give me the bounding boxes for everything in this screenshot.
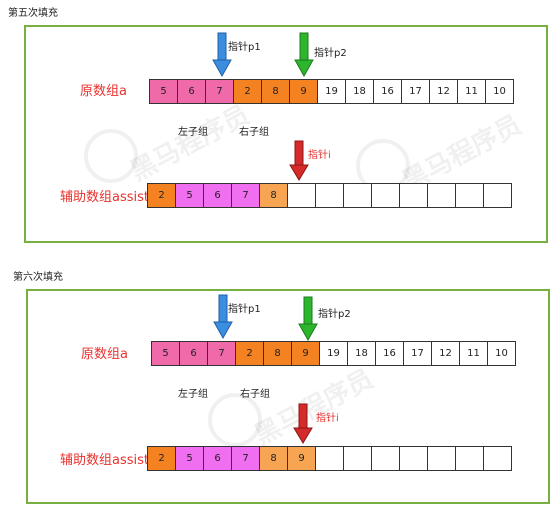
assist-array-cell: 8 — [259, 446, 288, 471]
array-a-label: 原数组a — [80, 84, 127, 99]
array-a-label: 原数组a — [81, 347, 128, 362]
array-a-cell: 10 — [485, 79, 514, 104]
panel-fill-5: 黑马程序员 黑马程序员 — [24, 25, 548, 243]
assist-array-label: 辅助数组assist — [60, 190, 149, 205]
assist-array-cell: 9 — [287, 446, 316, 471]
watermark-logo — [84, 129, 138, 183]
assist-array-cell: 7 — [231, 183, 260, 208]
left-group-label: 左子组 — [178, 389, 208, 400]
section-title-5: 第五次填充 — [8, 8, 58, 19]
pointer-i-arrow-shaft — [298, 403, 308, 430]
left-group-label: 左子组 — [178, 127, 208, 138]
pointer-p1-arrow-shaft — [218, 294, 228, 324]
array-a-cell: 8 — [261, 79, 290, 104]
array-a-cell: 2 — [233, 79, 262, 104]
assist-array-label: 辅助数组assist — [60, 453, 149, 468]
pointer-p2-label: 指针p2 — [318, 309, 351, 320]
arrow-down-icon — [293, 403, 313, 444]
assist-array-cell — [399, 446, 428, 471]
assist-array-cell — [427, 446, 456, 471]
array-a-cell: 12 — [429, 79, 458, 104]
arrow-down-icon — [212, 32, 232, 78]
array-a-cell: 8 — [263, 341, 292, 366]
array-a-cell: 12 — [431, 341, 460, 366]
assist-array-cell — [371, 446, 400, 471]
arrow-down-icon — [213, 294, 233, 340]
arrow-down-icon — [289, 140, 309, 181]
array-a-cell: 18 — [345, 79, 374, 104]
assist-array-cell — [427, 183, 456, 208]
pointer-i-label: 指针i — [308, 150, 331, 161]
pointer-p1-arrow-shaft — [217, 32, 227, 62]
assist-array-cell — [399, 183, 428, 208]
array-a-cell: 7 — [205, 79, 234, 104]
array-a-cell: 6 — [177, 79, 206, 104]
array-a-cell: 11 — [459, 341, 488, 366]
assist-array-cell: 2 — [147, 183, 176, 208]
panel-fill-6: 黑马程序员 — [26, 289, 550, 504]
assist-array-cell: 5 — [175, 183, 204, 208]
assist-array-cell: 2 — [147, 446, 176, 471]
assist-array-cell: 5 — [175, 446, 204, 471]
array-a-cell: 17 — [403, 341, 432, 366]
pointer-p2-arrow-shaft — [299, 32, 309, 62]
assist-array-cell — [455, 183, 484, 208]
array-a-cell: 19 — [319, 341, 348, 366]
pointer-i-label: 指针i — [316, 413, 339, 424]
arrow-down-icon — [294, 32, 314, 78]
assist-array-cell: 6 — [203, 183, 232, 208]
pointer-i-arrow-head — [289, 164, 309, 181]
watermark-logo — [208, 393, 262, 447]
assist-array-cell — [455, 446, 484, 471]
pointer-i-arrow-head — [293, 427, 313, 444]
array-a-cell: 16 — [375, 341, 404, 366]
array-a-cell: 6 — [179, 341, 208, 366]
assist-array-cell — [287, 183, 316, 208]
assist-array-cell: 7 — [231, 446, 260, 471]
array-a-cell: 16 — [373, 79, 402, 104]
array-a-cell: 2 — [235, 341, 264, 366]
pointer-p1-label: 指针p1 — [228, 304, 261, 315]
watermark: 黑马程序员 — [125, 99, 255, 188]
array-a-cell: 10 — [487, 341, 516, 366]
assist-array-cell — [483, 446, 512, 471]
array-a-cell: 18 — [347, 341, 376, 366]
pointer-p2-arrow-shaft — [303, 296, 313, 326]
assist-array-cell — [371, 183, 400, 208]
arrow-down-icon — [298, 296, 318, 342]
pointer-p1-label: 指针p1 — [228, 42, 261, 53]
assist-array-cell: 8 — [259, 183, 288, 208]
right-group-label: 右子组 — [240, 389, 270, 400]
assist-array-cell — [315, 183, 344, 208]
array-a-cell: 5 — [149, 79, 178, 104]
pointer-p2-arrow-head — [294, 59, 314, 78]
array-a-cell: 7 — [207, 341, 236, 366]
pointer-p2-label: 指针p2 — [314, 48, 347, 59]
array-a-cell: 9 — [291, 341, 320, 366]
watermark: 黑马程序员 — [249, 363, 379, 452]
array-a-cell: 11 — [457, 79, 486, 104]
array-a-cell: 19 — [317, 79, 346, 104]
assist-array-cell — [315, 446, 344, 471]
assist-array-cell: 6 — [203, 446, 232, 471]
pointer-p2-arrow-head — [298, 323, 318, 342]
assist-array-cell — [343, 183, 372, 208]
array-a-cell: 9 — [289, 79, 318, 104]
assist-array-cell — [343, 446, 372, 471]
array-a-cell: 17 — [401, 79, 430, 104]
right-group-label: 右子组 — [239, 127, 269, 138]
assist-array-cell — [483, 183, 512, 208]
pointer-i-arrow-shaft — [294, 140, 304, 167]
array-a-cell: 5 — [151, 341, 180, 366]
pointer-p1-arrow-head — [213, 321, 233, 340]
section-title-6: 第六次填充 — [13, 272, 63, 283]
pointer-p1-arrow-head — [212, 59, 232, 78]
